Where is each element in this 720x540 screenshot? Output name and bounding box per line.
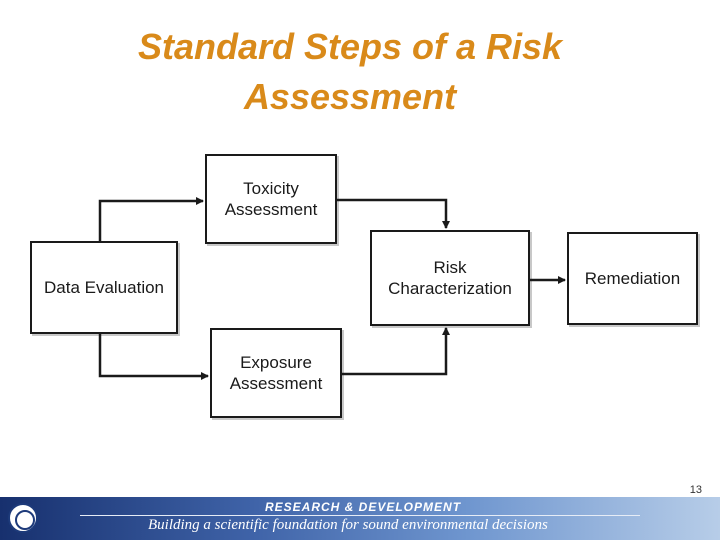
box-data-evaluation: Data Evaluation [30, 241, 178, 334]
arrow-toxicity-to-risk [337, 198, 450, 229]
toxicity-label-line-2: Assessment [224, 200, 318, 219]
risk-label-line-1: Risk [433, 258, 467, 277]
footer-divider [80, 515, 640, 516]
arrow-exposure-to-risk [342, 327, 450, 376]
footer-tagline: Building a scientific foundation for sou… [148, 517, 548, 533]
title-line-1: Standard Steps of a Risk [137, 26, 563, 67]
title-line-2: Assessment [243, 76, 457, 117]
box-toxicity-assessment: Toxicity Assessment [205, 154, 337, 244]
slide-title: Standard Steps of a Risk Assessment [0, 22, 700, 122]
agency-seal-icon [8, 503, 38, 533]
arrow-data-to-exposure [98, 334, 209, 380]
exposure-label-line-2: Assessment [229, 374, 323, 393]
page-number: 13 [689, 484, 702, 496]
exposure-label-line-1: Exposure [240, 353, 312, 372]
footer-heading: RESEARCH & DEVELOPMENT [265, 500, 462, 514]
toxicity-label-line-1: Toxicity [243, 179, 299, 198]
box-remediation: Remediation [567, 232, 698, 325]
box-risk-characterization: Risk Characterization [370, 230, 530, 326]
arrow-data-to-toxicity [98, 197, 204, 241]
box-exposure-assessment: Exposure Assessment [210, 328, 342, 418]
box-data-evaluation-label: Data Evaluation [43, 278, 165, 297]
box-remediation-label: Remediation [584, 269, 681, 288]
risk-label-line-2: Characterization [388, 279, 512, 298]
footer-banner [0, 497, 720, 540]
